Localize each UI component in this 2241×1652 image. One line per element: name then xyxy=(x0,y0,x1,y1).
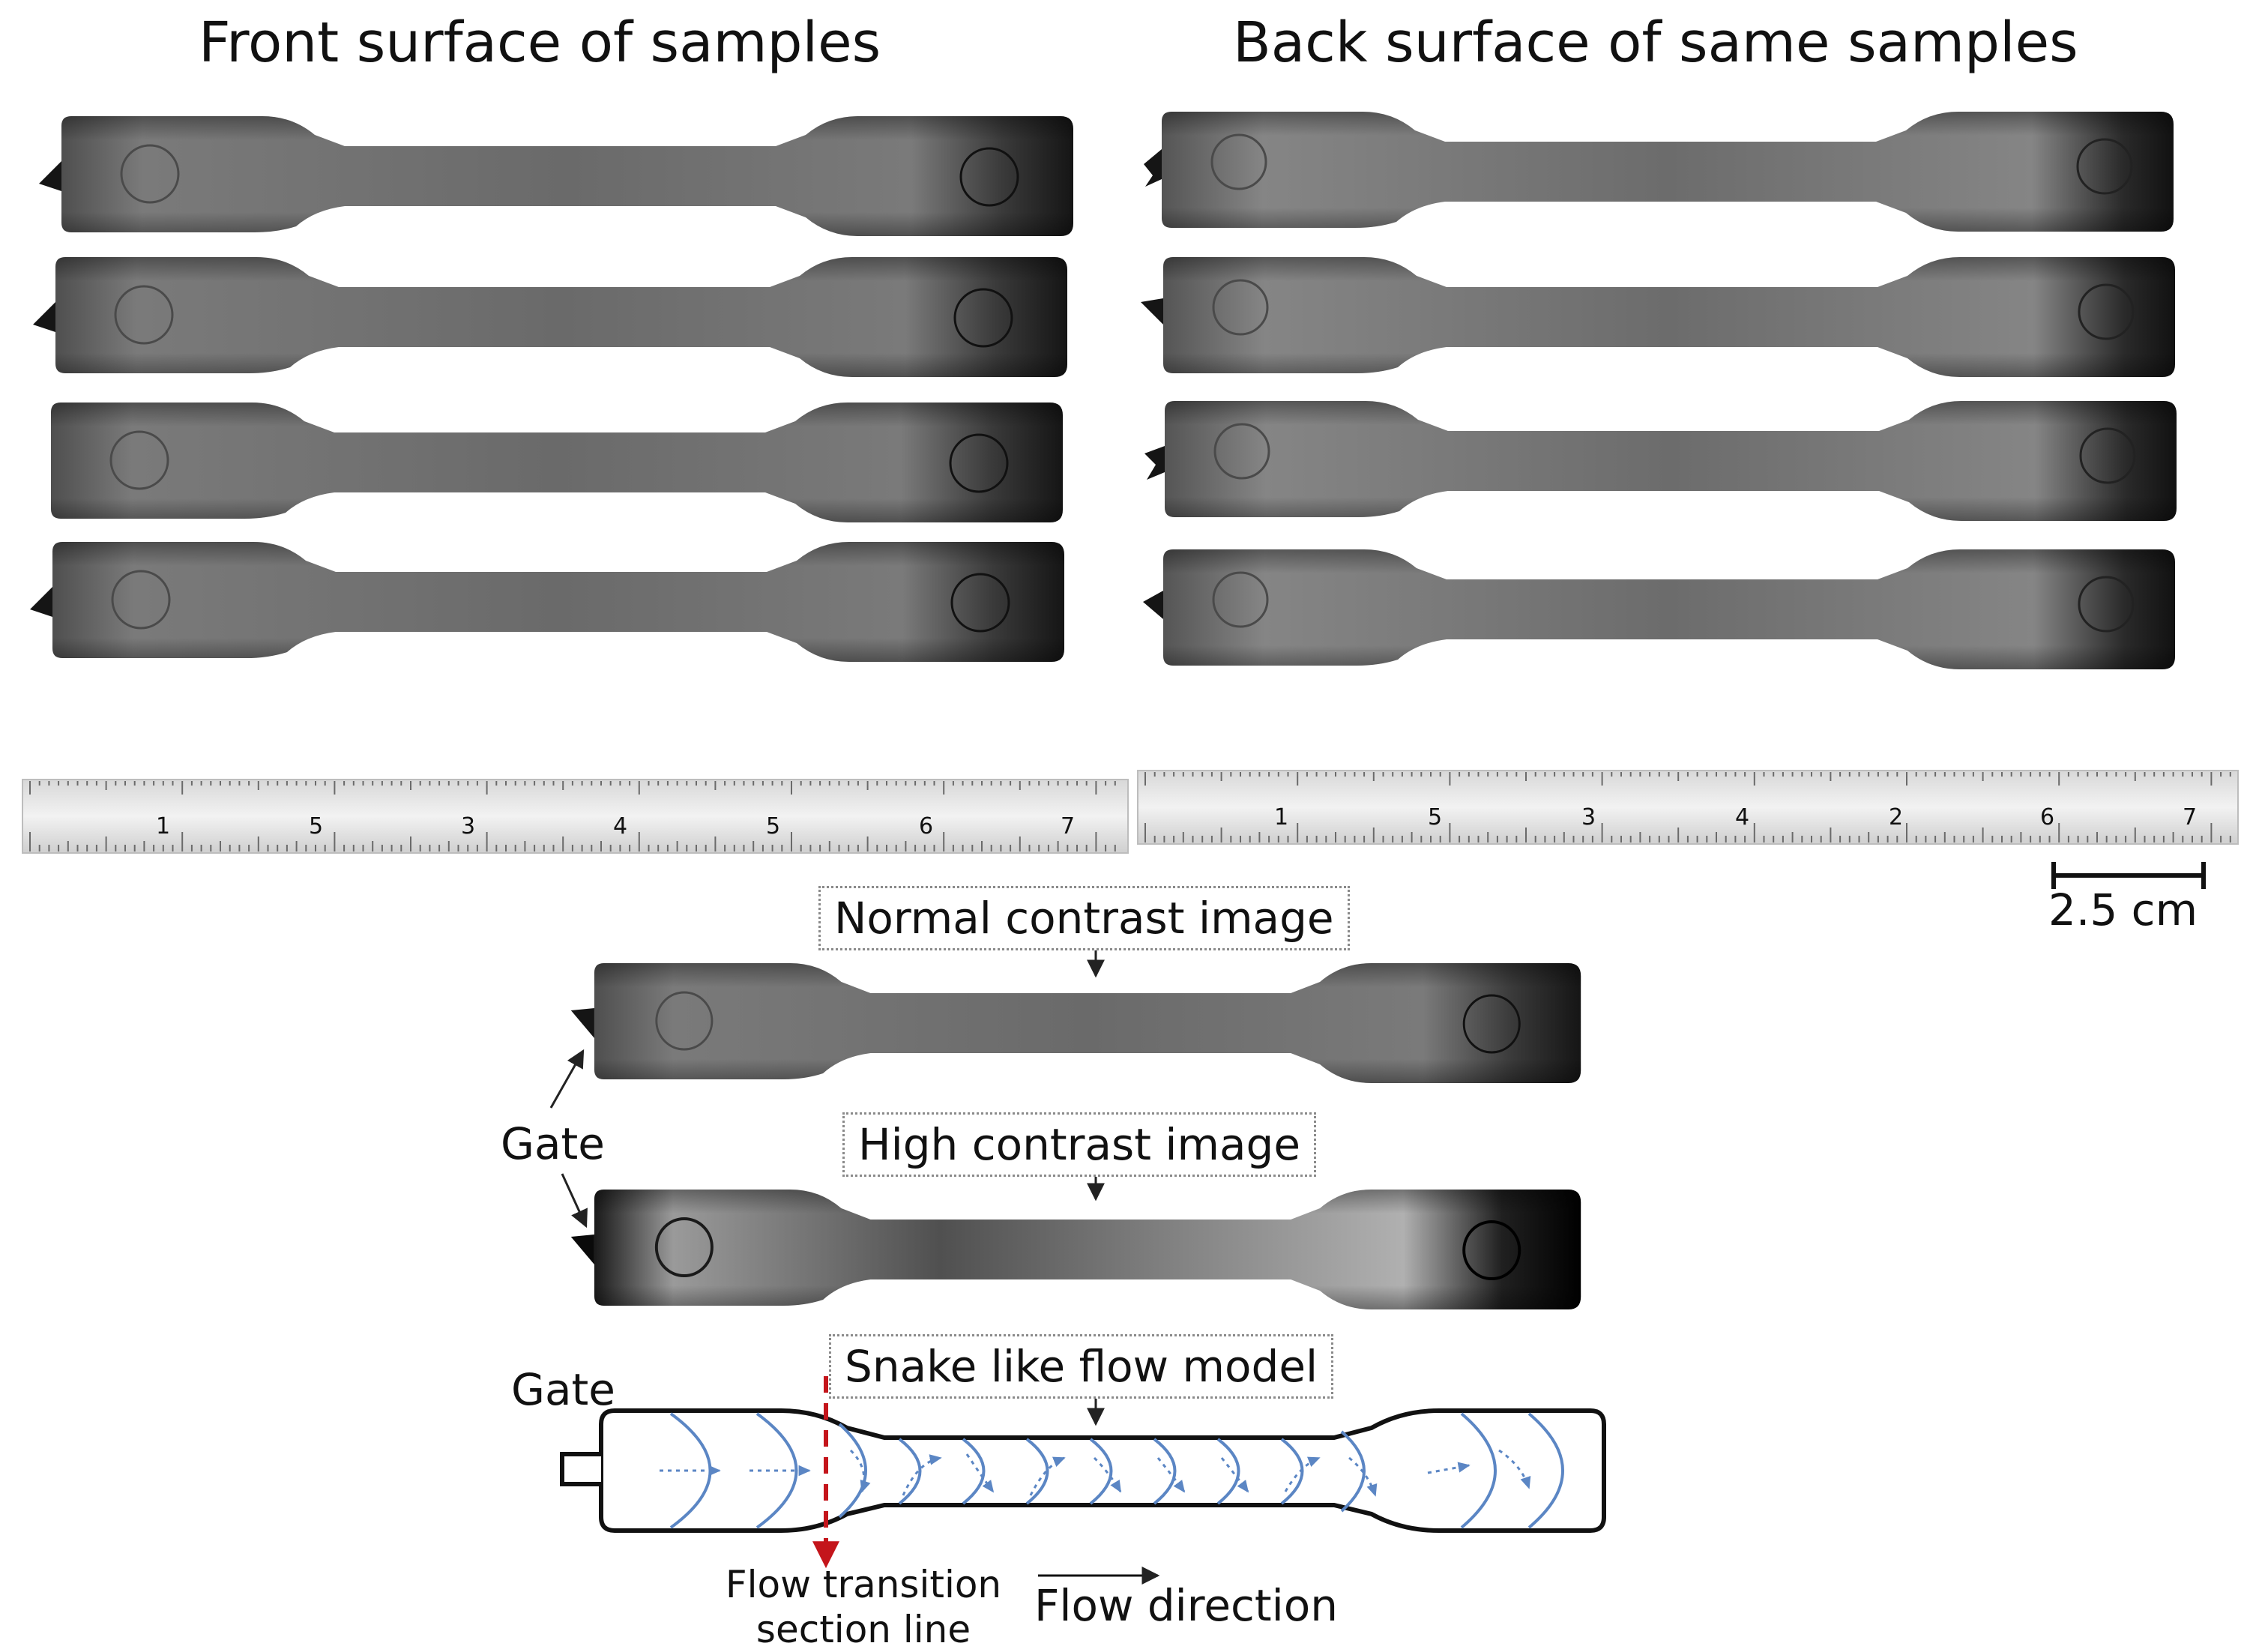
flow-model-label: Snake like flow model xyxy=(829,1334,1334,1399)
ruler-number: 4 xyxy=(1735,804,1750,830)
gate-arrow-up xyxy=(549,1049,585,1109)
ruler-number: 7 xyxy=(2183,804,2198,830)
gate-label-model: Gate xyxy=(511,1364,615,1415)
flow-direction-label: Flow direction xyxy=(1034,1580,1339,1631)
flow-transition-line1: Flow transition xyxy=(725,1563,1002,1606)
front-sample-4 xyxy=(30,542,1064,662)
ruler-left xyxy=(22,779,1129,854)
flow-transition-label: Flow transition section line xyxy=(714,1562,1013,1652)
scale-bar-label: 2.5 cm xyxy=(2048,884,2198,935)
ruler-number: 6 xyxy=(2040,804,2055,830)
ruler-right xyxy=(1137,770,2239,845)
back-sample-4 xyxy=(1143,549,2175,669)
front-sample-1 xyxy=(39,116,1073,236)
front-sample-2 xyxy=(33,257,1067,377)
front-sample-3 xyxy=(51,403,1063,522)
ruler-number: 4 xyxy=(613,813,628,839)
back-surface-title: Back surface of same samples xyxy=(1233,10,2078,75)
ruler-number: 5 xyxy=(1428,804,1443,830)
ruler-number: 1 xyxy=(156,813,171,839)
back-sample-1 xyxy=(1144,112,2174,232)
ruler-number: 1 xyxy=(1274,804,1289,830)
high-contrast-sample xyxy=(570,1190,1581,1309)
ruler-number: 2 xyxy=(1889,804,1904,830)
front-surface-title: Front surface of samples xyxy=(199,10,881,75)
ruler-number: 7 xyxy=(1061,813,1076,839)
normal-contrast-label: Normal contrast image xyxy=(818,886,1350,950)
gate-arrow-down xyxy=(561,1173,588,1229)
ruler-number: 3 xyxy=(1581,804,1596,830)
gate-label: Gate xyxy=(501,1118,605,1169)
ruler-number: 3 xyxy=(461,813,476,839)
back-sample-2 xyxy=(1141,257,2175,377)
ruler-number: 6 xyxy=(919,813,934,839)
ruler-number: 5 xyxy=(309,813,324,839)
flow-arrows xyxy=(660,1449,1531,1497)
ruler-number: 5 xyxy=(766,813,781,839)
scale-bar xyxy=(2051,862,2206,889)
back-sample-3 xyxy=(1144,401,2177,521)
flow-transition-line2: section line xyxy=(755,1608,971,1651)
normal-contrast-sample xyxy=(570,963,1581,1083)
high-contrast-label: High contrast image xyxy=(842,1112,1317,1177)
gate-stub xyxy=(39,161,61,191)
